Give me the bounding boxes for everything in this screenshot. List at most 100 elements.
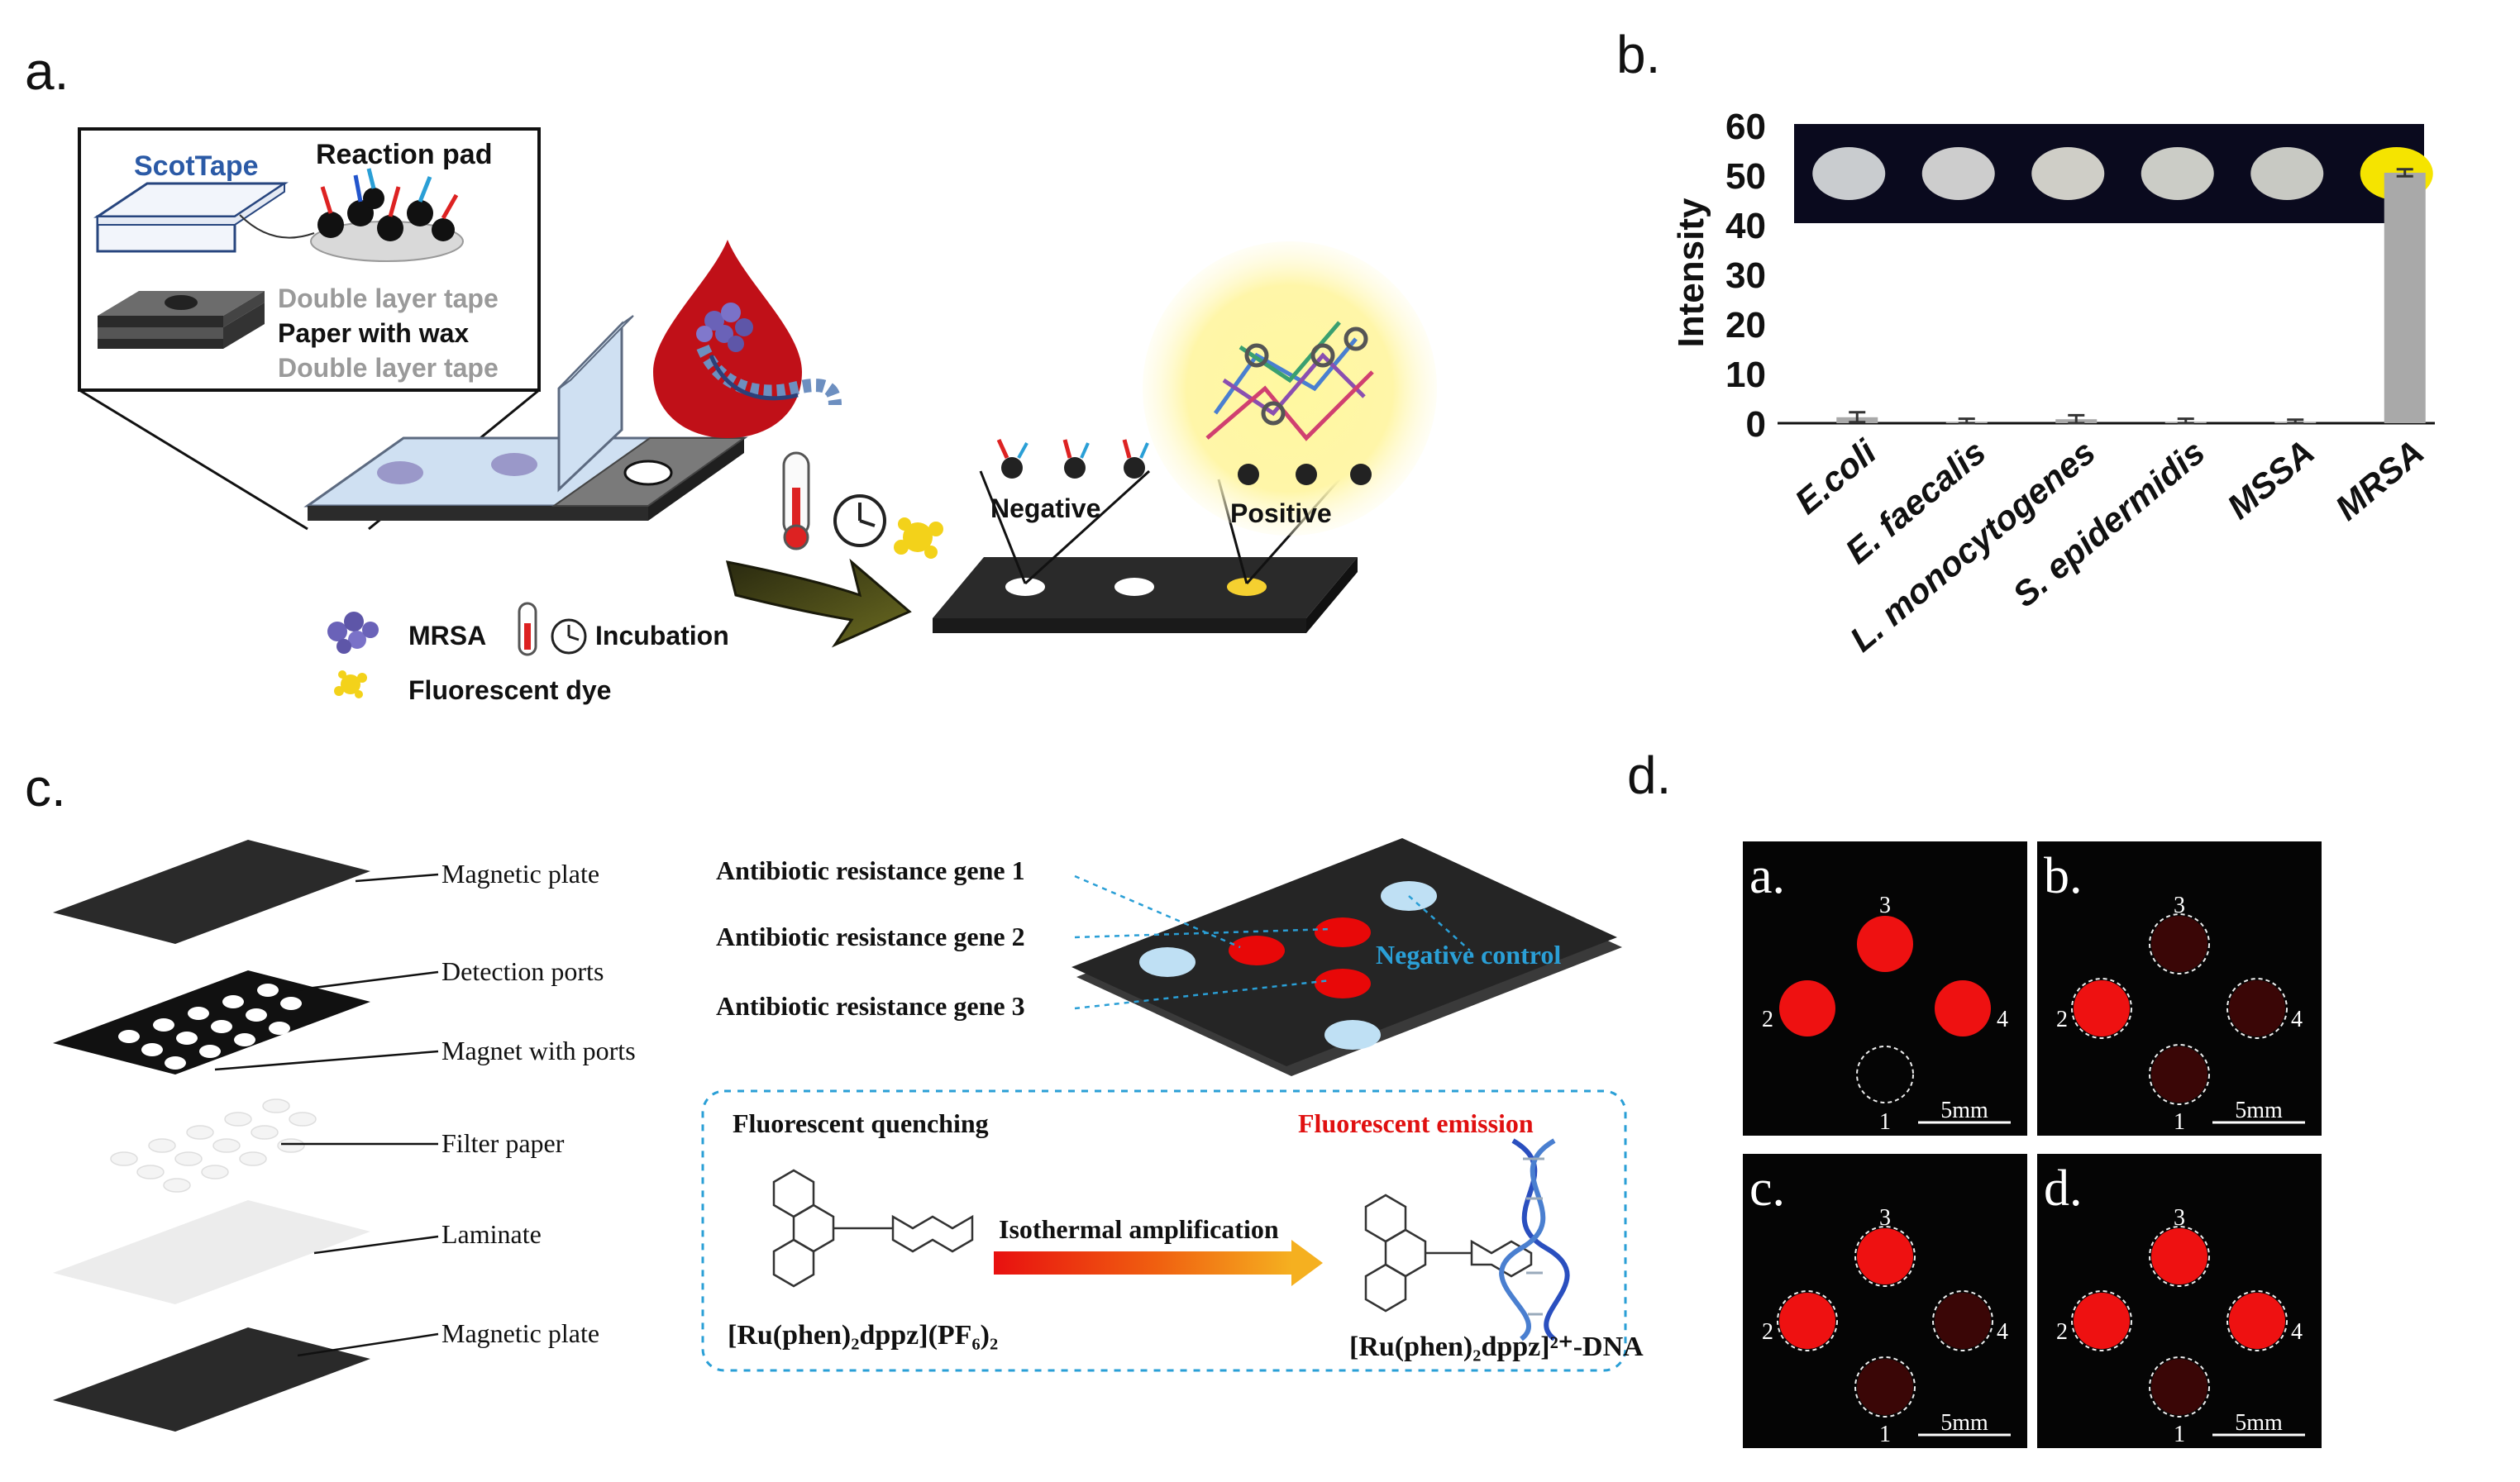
- quench-label: Fluorescent quenching: [733, 1108, 989, 1138]
- spot-outline: [1854, 1356, 1916, 1418]
- spot-number: 3: [1879, 1205, 1891, 1231]
- legend-clock-icon: [551, 618, 587, 655]
- y-tick-label: 50: [1725, 156, 1766, 197]
- panel-label-d: d.: [1627, 746, 1671, 805]
- spot-number: 3: [1879, 893, 1891, 918]
- reaction-pad-label: Reaction pad: [316, 139, 492, 170]
- layer-magnetic-plate-bottom: [53, 1327, 370, 1432]
- formula-left: [Ru(phen)₂dppz](PF₆)₂: [728, 1320, 998, 1351]
- bar: [2384, 173, 2426, 423]
- clock-icon: [833, 494, 886, 547]
- spot-outline: [2149, 1226, 2210, 1287]
- negative-control-label: Negative control: [1376, 940, 1561, 970]
- fluorescent-spot: [1857, 1228, 1913, 1284]
- spot-outline: [1932, 1290, 1993, 1351]
- spot-outline: [2149, 1356, 2210, 1418]
- legend-dye: Fluorescent dye: [408, 675, 611, 705]
- y-tick-label: 0: [1746, 404, 1766, 445]
- ru-complex-structure: [772, 1169, 974, 1288]
- strip-spot-negative: [1005, 578, 1045, 596]
- dim-spot: [2151, 1359, 2207, 1415]
- spot-number: 2: [1762, 1319, 1773, 1345]
- spot-number: 4: [1997, 1319, 2008, 1345]
- strip-spot-positive: [1227, 578, 1267, 596]
- spot-outline: [2071, 978, 2132, 1039]
- fluorescent-spot: [2074, 980, 2130, 1036]
- scale-label: 5mm: [1940, 1098, 1988, 1123]
- panel-label-b: b.: [1616, 25, 1660, 84]
- positive-molecules: [1238, 464, 1372, 485]
- x-tick-label: MSSA: [2220, 432, 2322, 527]
- fluorescence-subpanel: c. 3 2 4 1 5mm: [1743, 1154, 2027, 1448]
- panel-label-a: a.: [25, 41, 69, 101]
- spot-number: 1: [2174, 1422, 2185, 1447]
- emission-label: Fluorescent emission: [1298, 1108, 1534, 1138]
- inset-spot: [2141, 147, 2214, 200]
- pad-spot: [491, 453, 537, 476]
- x-tick-label: MRSA: [2328, 432, 2432, 527]
- subpanel-label: c.: [1749, 1160, 1785, 1217]
- subpanel-label: b.: [2044, 848, 2083, 904]
- gene-label: Antibiotic resistance gene 2: [716, 922, 1025, 951]
- gene-spot: [1315, 969, 1371, 998]
- y-tick-label: 40: [1725, 206, 1766, 246]
- fluorescent-spot: [1857, 916, 1913, 972]
- layer-filter-paper: [110, 1098, 317, 1193]
- spot-number: 4: [1997, 1007, 2008, 1032]
- y-tick-label: 30: [1725, 255, 1766, 296]
- x-tick-label: E.coli: [1787, 431, 1884, 522]
- scottape-label: ScotTape: [134, 150, 259, 182]
- spot-number: 1: [1879, 1422, 1891, 1447]
- legend-thermometer-icon: [518, 602, 537, 656]
- layer-top-label: Double layer tape: [278, 284, 499, 313]
- positive-dna-network: [1205, 321, 1374, 441]
- subpanel-label: d.: [2044, 1160, 2083, 1217]
- spot-number: 1: [1879, 1109, 1891, 1135]
- amplification-arrow: [994, 1251, 1291, 1275]
- chart-ylabel: Intensity: [1671, 198, 1711, 347]
- layer-mid-label: Paper with wax: [278, 318, 469, 348]
- fluorescent-spot: [1935, 980, 1991, 1036]
- dim-spot: [1857, 1359, 1913, 1415]
- fluorescent-spot: [1779, 1293, 1835, 1349]
- dim-spot: [2151, 916, 2207, 972]
- x-tick-label: S. epidermidis: [2005, 432, 2212, 615]
- layer-label: Laminate: [441, 1219, 542, 1249]
- fluorescent-spot: [2151, 1228, 2207, 1284]
- layer-label: Magnetic plate: [441, 859, 599, 889]
- strip-spot-negative: [1114, 578, 1154, 596]
- layer-label: Magnetic plate: [441, 1318, 599, 1348]
- molecule-cluster: [317, 168, 459, 241]
- layer-bottom-label: Double layer tape: [278, 353, 499, 383]
- gene-label: Antibiotic resistance gene 3: [716, 991, 1025, 1021]
- subpanel-bg: [1743, 841, 2027, 1136]
- spot-number: 3: [2174, 893, 2185, 918]
- dna-helix-icon: [1499, 1138, 1570, 1341]
- chart-inset-photo: [1794, 124, 2424, 223]
- scale-label: 5mm: [2235, 1410, 2283, 1436]
- spot-number: 2: [2056, 1319, 2068, 1345]
- inset-spot: [2031, 147, 2105, 200]
- negative-control-spot: [1139, 947, 1196, 977]
- y-tick-label: 20: [1725, 305, 1766, 345]
- subpanel-label: a.: [1749, 848, 1785, 904]
- spot-outline: [2149, 1044, 2210, 1105]
- inset-spot: [1812, 147, 1886, 200]
- y-tick-label: 10: [1725, 355, 1766, 395]
- pad-spot: [377, 461, 423, 484]
- isothermal-label: Isothermal amplification: [999, 1214, 1279, 1244]
- scale-label: 5mm: [2235, 1098, 2283, 1123]
- scale-label: 5mm: [1940, 1410, 1988, 1436]
- inset-spot: [1921, 147, 1995, 200]
- detection-hole: [623, 460, 673, 486]
- positive-glow: [1143, 241, 1437, 536]
- y-tick-label: 60: [1725, 107, 1766, 147]
- dim-spot: [2151, 1046, 2207, 1103]
